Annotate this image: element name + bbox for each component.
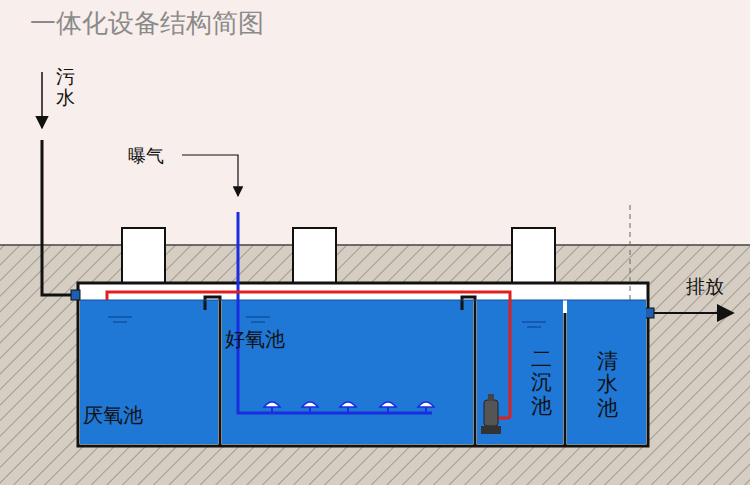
inlet-pipe — [42, 140, 78, 295]
compartment-label: 二沉池 — [531, 348, 552, 417]
diffuser-row — [264, 402, 434, 413]
diffuser-head — [418, 402, 434, 407]
diffuser-stem — [271, 406, 273, 413]
diffuser-head — [264, 402, 280, 407]
sludge-return-pipe — [107, 292, 510, 300]
diffuser-head — [380, 402, 396, 407]
water-mark — [108, 317, 546, 327]
ground — [0, 245, 750, 485]
tank-compartment: 清水池 — [567, 300, 646, 444]
tank-compartment: 好氧池 — [222, 300, 473, 444]
aeration-label: 曝气 — [128, 144, 164, 168]
inflow-label: 污水 — [56, 66, 75, 108]
discharge-label: 排放 — [686, 274, 724, 300]
diffuser-stem — [347, 406, 349, 413]
return-pipe — [509, 300, 512, 418]
compartment-label: 清水池 — [597, 350, 618, 419]
partition-wall — [462, 297, 475, 445]
aeration-pipe — [238, 212, 432, 413]
water-surface — [80, 300, 646, 301]
diffuser-stem — [309, 406, 311, 413]
tank-compartment: 厌氧池 — [80, 300, 218, 444]
manhole-riser — [512, 228, 555, 285]
partition-wall — [205, 297, 220, 445]
ground-line — [0, 244, 750, 246]
diffuser-head — [302, 402, 318, 407]
compartment-label: 好氧池 — [225, 326, 476, 353]
return-pipe — [498, 417, 510, 420]
tank-compartment: 二沉池 — [477, 300, 563, 444]
aeration-leader — [182, 155, 238, 196]
manhole-riser — [122, 228, 165, 285]
submersible-pump — [481, 394, 501, 434]
diffuser-stem — [425, 406, 427, 413]
diagram-title: 一体化设备结构简图 — [30, 6, 264, 41]
inlet-arrow — [41, 72, 43, 128]
manhole-riser — [293, 228, 336, 285]
inlet-fitting — [71, 290, 80, 300]
tank-body — [78, 283, 648, 446]
outlet-pipe — [648, 312, 733, 314]
compartment-label: 厌氧池 — [83, 402, 221, 429]
diffuser-stem — [387, 406, 389, 413]
diffuser-head — [340, 402, 356, 407]
outlet-fitting — [645, 308, 654, 318]
partition-wall — [564, 313, 567, 445]
